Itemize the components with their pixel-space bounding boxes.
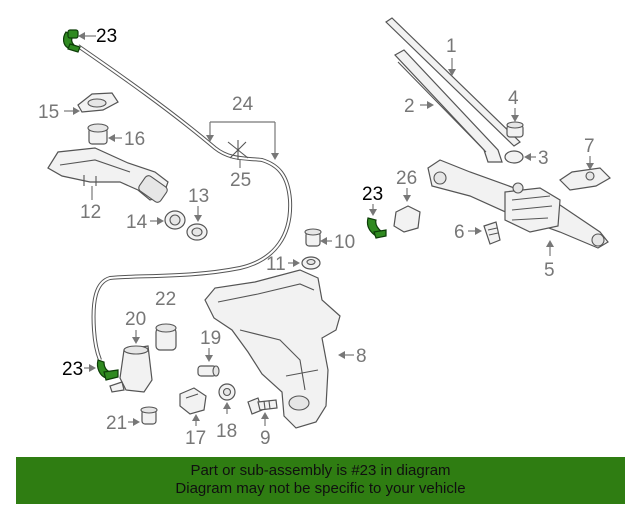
part-16-grommet[interactable]	[87, 123, 109, 145]
callout-10: 10	[320, 232, 355, 253]
callout-21-label: 21	[106, 413, 127, 434]
part-14-seal[interactable]	[164, 210, 186, 230]
callout-5-label: 5	[544, 260, 555, 281]
callout-11: 11	[266, 254, 300, 275]
callout-19: 19	[200, 328, 221, 362]
part-3-nut[interactable]	[504, 150, 524, 164]
callout-24: 24	[206, 94, 279, 160]
callout-23-bottom: 23	[62, 359, 96, 380]
part-10-grommet[interactable]	[304, 228, 322, 247]
part-19-plug[interactable]	[197, 365, 220, 377]
part-22-filter[interactable]	[155, 323, 177, 351]
callout-26-label: 26	[396, 168, 417, 189]
info-banner: Part or sub-assembly is #23 in diagram D…	[16, 457, 625, 504]
callout-15-label: 15	[38, 102, 59, 123]
callout-6-label: 6	[454, 222, 465, 243]
callout-3: 3	[524, 148, 549, 169]
callout-23-top-label: 23	[96, 26, 117, 47]
part-17-connector[interactable]	[179, 387, 207, 415]
part-5-wiper-linkage[interactable]	[427, 159, 609, 249]
part-26-connector[interactable]	[393, 205, 421, 233]
callout-26: 26	[396, 168, 417, 202]
callout-18: 18	[216, 402, 237, 442]
callout-14: 14	[126, 212, 164, 233]
callout-20-label: 20	[125, 309, 146, 330]
callout-16: 16	[108, 129, 145, 150]
callout-5: 5	[544, 240, 555, 281]
part-9-bolt[interactable]	[247, 397, 278, 415]
callout-6: 6	[454, 222, 482, 243]
part-25-t-connector[interactable]	[227, 140, 249, 160]
callout-13: 13	[188, 186, 209, 222]
callout-17-label: 17	[185, 428, 206, 449]
callout-1: 1	[446, 36, 457, 76]
callout-25: 25	[230, 160, 251, 191]
callout-22: 22	[155, 289, 176, 310]
banner-line-1: Part or sub-assembly is #23 in diagram	[190, 462, 451, 479]
callout-18-label: 18	[216, 421, 237, 442]
callout-10-label: 10	[334, 232, 355, 253]
callout-23-bottom-label: 23	[62, 359, 83, 380]
callout-11-label: 11	[266, 254, 286, 275]
part-12-filler-neck[interactable]	[47, 147, 169, 204]
callout-24-label: 24	[232, 94, 254, 115]
part-6-bolt[interactable]	[483, 221, 501, 245]
part-23-hose-connector-middle[interactable]	[366, 217, 387, 239]
part-13-seal[interactable]	[186, 223, 208, 241]
part-7-bracket[interactable]	[559, 167, 611, 191]
callout-23-top: 23	[78, 26, 117, 47]
part-21-grommet[interactable]	[140, 406, 158, 425]
callout-9: 9	[260, 412, 271, 449]
callout-15: 15	[38, 102, 80, 123]
part-23-hose-connector-bottom[interactable]	[96, 359, 119, 381]
callout-13-label: 13	[188, 186, 209, 207]
callout-1-label: 1	[446, 36, 457, 57]
callout-7-label: 7	[584, 136, 595, 157]
part-11-grommet[interactable]	[301, 256, 321, 270]
callout-17: 17	[185, 414, 206, 449]
callout-4: 4	[508, 88, 519, 122]
callout-2-label: 2	[404, 96, 415, 117]
callout-8: 8	[338, 346, 367, 367]
callout-3-label: 3	[538, 148, 549, 169]
banner-line-2: Diagram may not be specific to your vehi…	[175, 480, 466, 497]
callout-21: 21	[106, 413, 140, 434]
callout-23-middle: 23	[362, 184, 383, 216]
callout-19-label: 19	[200, 328, 221, 349]
part-23-hose-connector-top[interactable]	[62, 29, 81, 53]
callout-12-label: 12	[80, 202, 101, 223]
part-15-gasket[interactable]	[77, 92, 119, 113]
washer-hose	[76, 44, 293, 361]
part-20-washer-pump[interactable]	[109, 345, 153, 393]
callout-23-middle-label: 23	[362, 184, 383, 205]
part-1-wiper-blade[interactable]	[385, 17, 521, 147]
parts-diagram: 23 15 16 12 13	[38, 17, 611, 449]
part-2-wiper-arm[interactable]	[394, 49, 503, 163]
callout-2: 2	[404, 96, 434, 117]
callout-16-label: 16	[124, 129, 145, 150]
part-4-cap[interactable]	[506, 121, 524, 138]
callout-25-label: 25	[230, 170, 251, 191]
callout-8-label: 8	[356, 346, 367, 367]
callout-7: 7	[584, 136, 595, 170]
callout-4-label: 4	[508, 88, 519, 109]
part-8-washer-reservoir[interactable]	[204, 269, 341, 429]
callout-12: 12	[80, 186, 101, 223]
callout-9-label: 9	[260, 428, 271, 449]
callout-22-label: 22	[155, 289, 176, 310]
callout-20: 20	[125, 309, 146, 344]
part-18-seal[interactable]	[218, 383, 236, 401]
callout-14-label: 14	[126, 212, 148, 233]
